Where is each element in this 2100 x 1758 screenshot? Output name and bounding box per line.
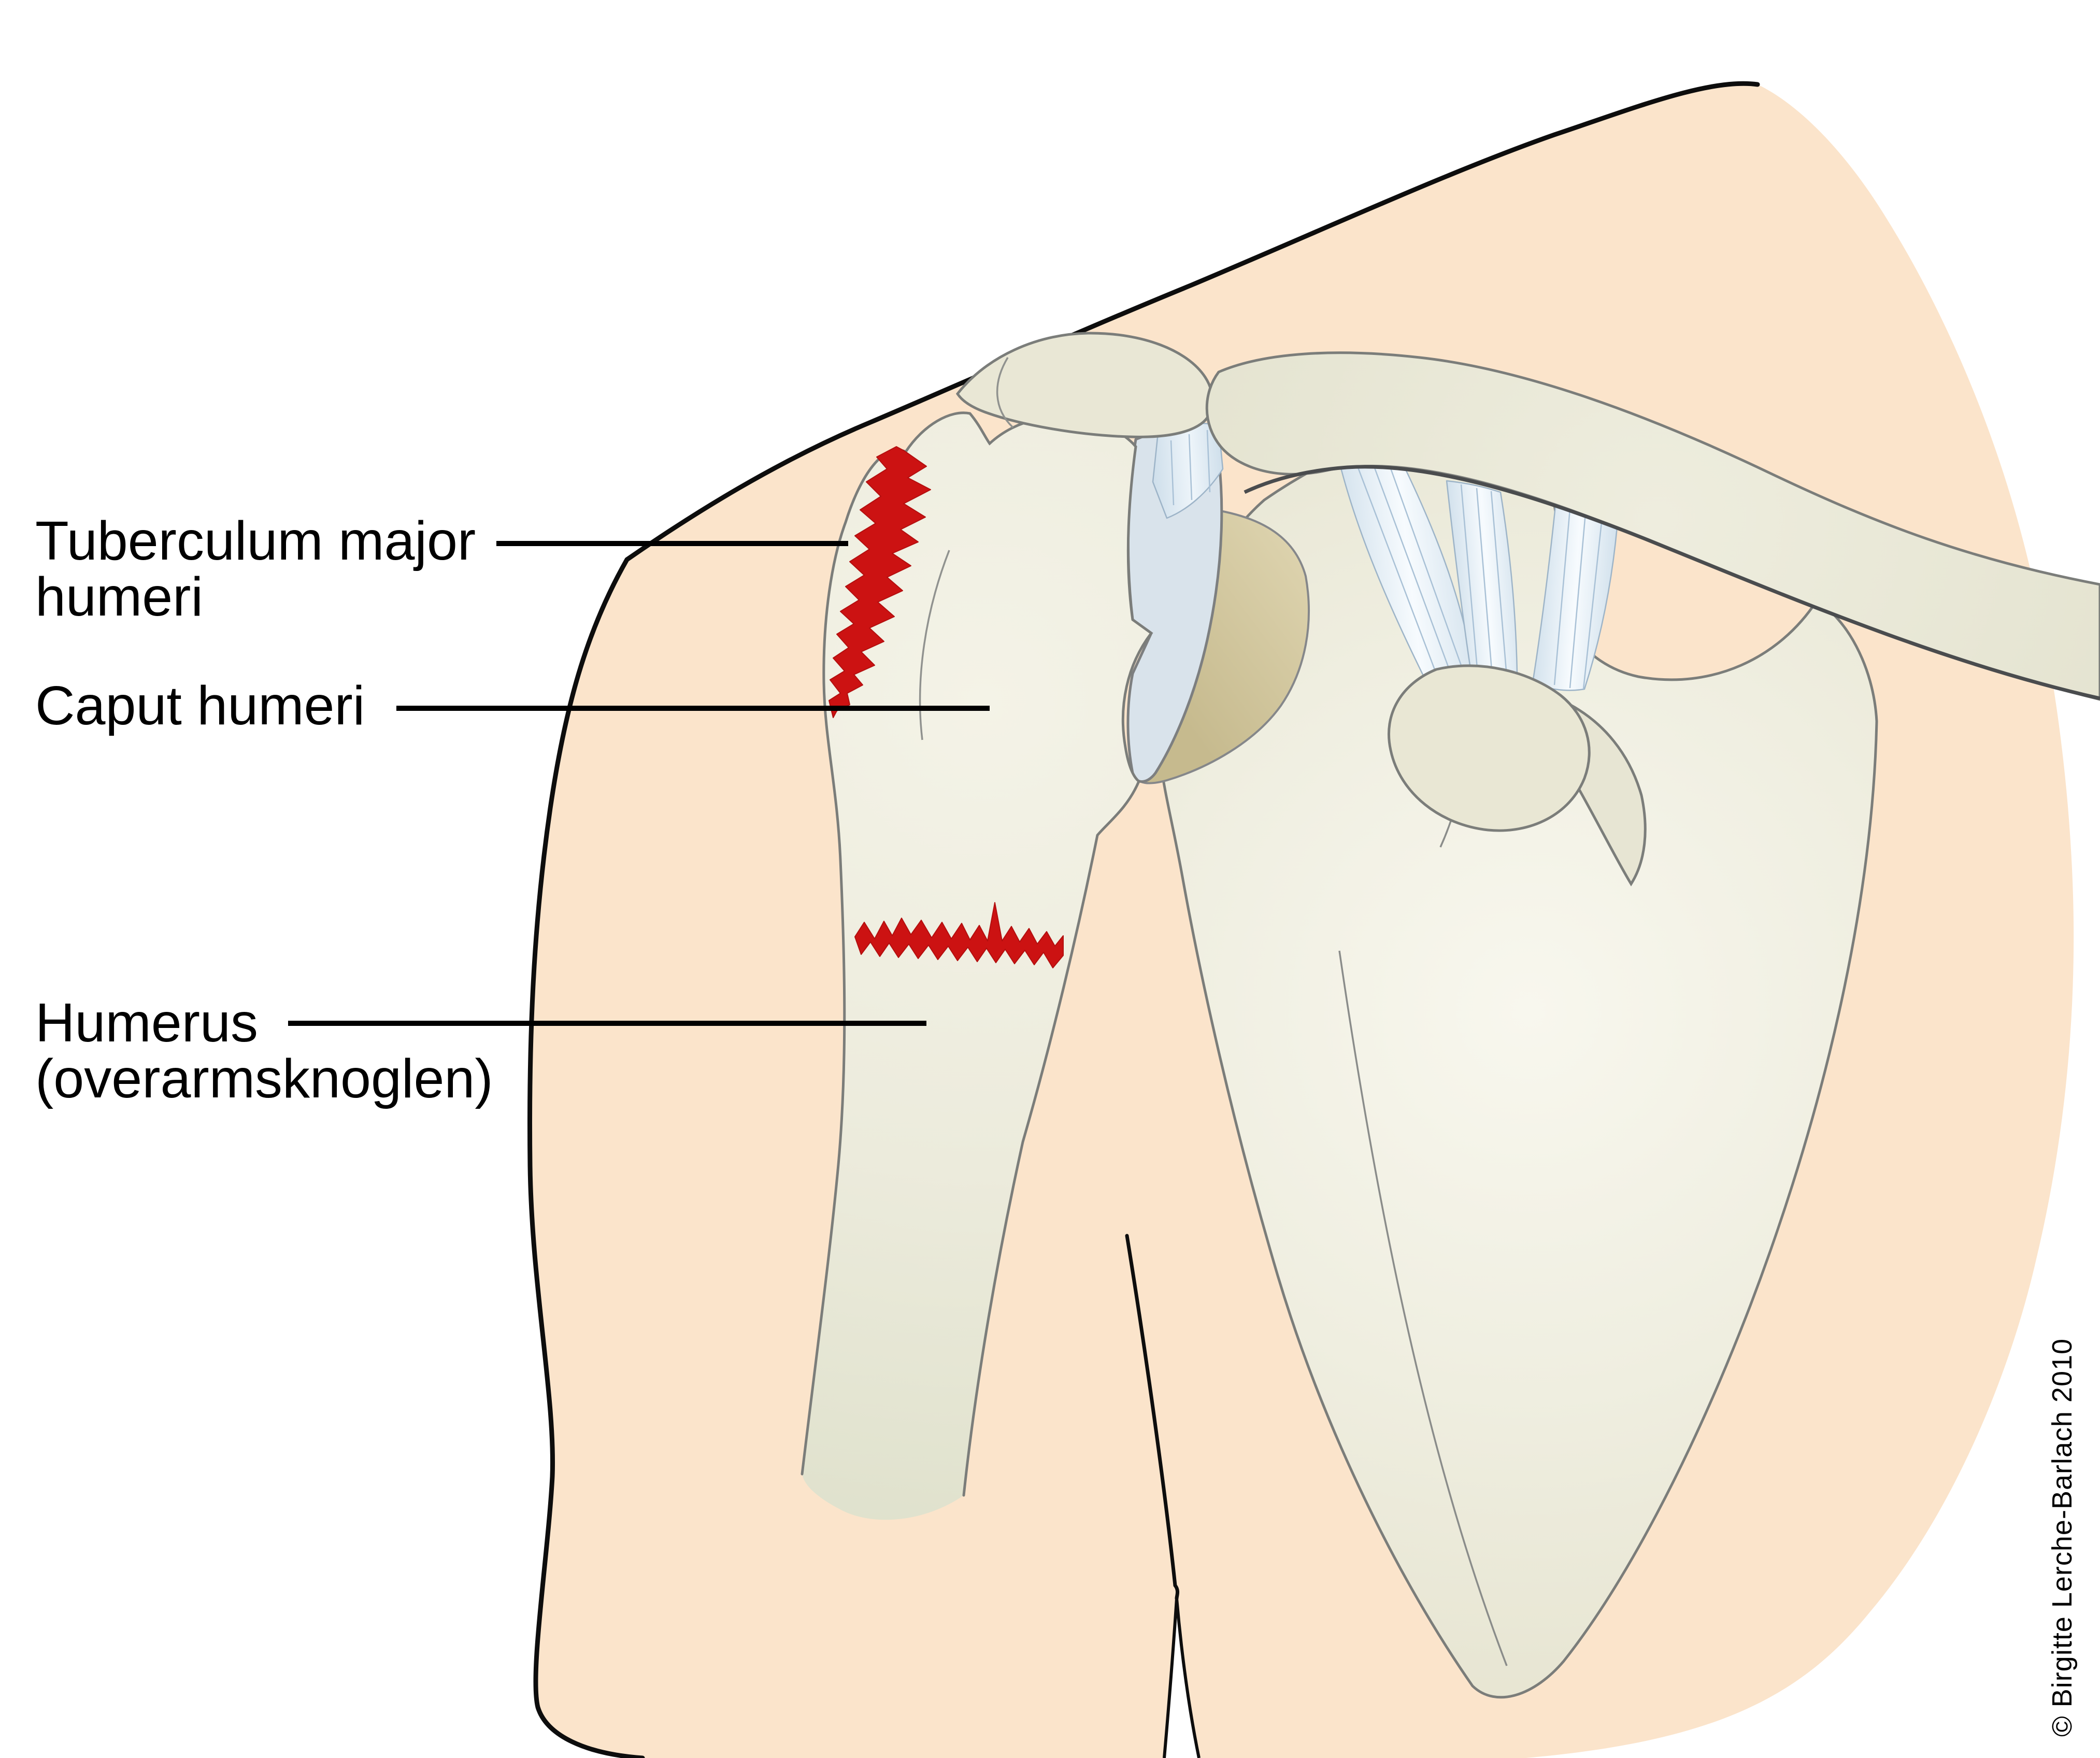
leader-lines bbox=[288, 541, 990, 1026]
humerus-fill bbox=[802, 412, 1151, 1520]
label-tuberculum-line1: Tuberculum major bbox=[35, 510, 476, 571]
labels: Tuberculum major humeri Caput humeri Hum… bbox=[35, 510, 493, 1109]
ligament-fibers bbox=[1356, 462, 1603, 690]
label-humerus-line1: Humerus bbox=[35, 992, 258, 1053]
coracoid-process bbox=[1388, 664, 1647, 887]
copyright-credit: © Birgitte Lerche-Barlach 2010 bbox=[2047, 1338, 2078, 1737]
armpit-gap-left-line bbox=[1163, 1598, 1178, 1758]
clavicle-lower-edge bbox=[1244, 465, 2100, 701]
label-caput: Caput humeri bbox=[35, 675, 365, 736]
fracture-lines bbox=[828, 446, 1064, 968]
scapula-lateral-ridge-line bbox=[1338, 950, 1508, 1666]
label-tuberculum-line2: humeri bbox=[35, 566, 203, 627]
coracoacromial-ligament-fibers bbox=[1170, 430, 1211, 506]
coracoid-knob bbox=[1388, 664, 1591, 832]
coracoclavicular-ligaments bbox=[1152, 422, 1619, 691]
label-humerus-line2: (overarmsknoglen) bbox=[35, 1048, 493, 1109]
armpit-crease bbox=[1125, 1234, 1201, 1758]
armpit-crease-line bbox=[1125, 1234, 1179, 1600]
surgical-neck-fracture-line bbox=[854, 902, 1064, 968]
acromion-ridge-line bbox=[996, 357, 1014, 428]
clavicle bbox=[1205, 351, 2100, 701]
skin-outline bbox=[527, 81, 1760, 1758]
tuberculum-fracture-line bbox=[828, 446, 931, 718]
armpit-gap-right-line bbox=[1175, 1598, 1201, 1758]
humeral-head-neck-line bbox=[919, 550, 950, 740]
